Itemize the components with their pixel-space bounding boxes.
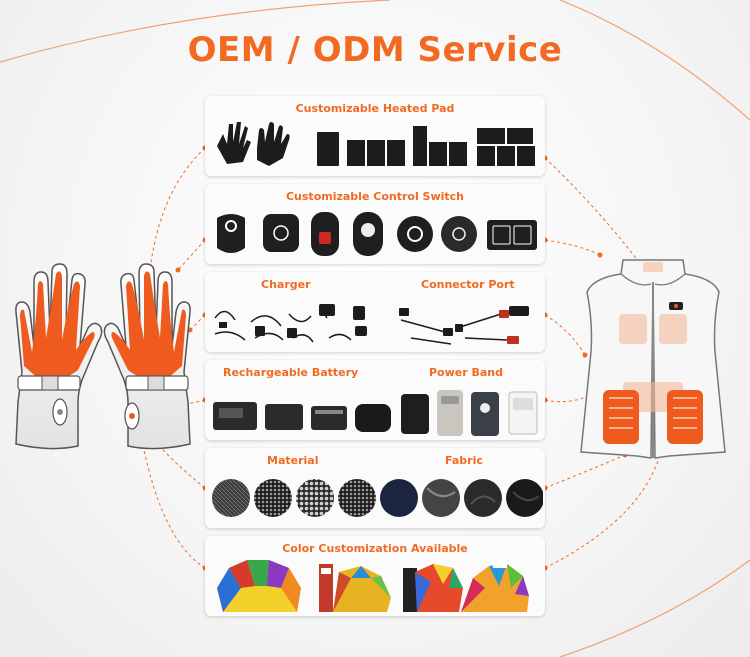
heated-pad-items	[217, 122, 535, 166]
battery-title: Rechargeable Battery	[223, 366, 359, 379]
connector-port-title: Connector Port	[421, 278, 515, 291]
control-switch-panel: Customizable Control Switch	[205, 184, 545, 264]
material-title: Material	[267, 454, 319, 467]
battery-powerband-items	[213, 390, 538, 436]
control-switch-items	[217, 212, 537, 256]
color-customization-panel: Color Customization Available	[205, 536, 545, 616]
heated-pad-panel: Customizable Heated Pad	[205, 96, 545, 176]
charger-title: Charger	[261, 278, 311, 291]
material-fabric-panel: Material Fabric	[205, 448, 545, 528]
charger-connector-panel: Charger Connector Port	[205, 272, 545, 352]
control-switch-title: Customizable Control Switch	[285, 190, 465, 203]
charger-connector-items	[214, 304, 529, 345]
fabric-title: Fabric	[445, 454, 483, 467]
color-customization-title: Color Customization Available	[282, 542, 468, 555]
page-title: OEM / ODM Service	[187, 30, 563, 70]
power-band-title: Power Band	[429, 366, 504, 379]
heated-vest-image	[580, 259, 726, 459]
battery-powerband-panel: Rechargeable Battery Power Band	[205, 360, 545, 440]
heated-pad-title: Customizable Heated Pad	[295, 102, 455, 115]
material-fabric-swatches	[212, 479, 543, 517]
color-fan-decks	[217, 560, 529, 612]
heated-gloves-image	[15, 263, 191, 450]
